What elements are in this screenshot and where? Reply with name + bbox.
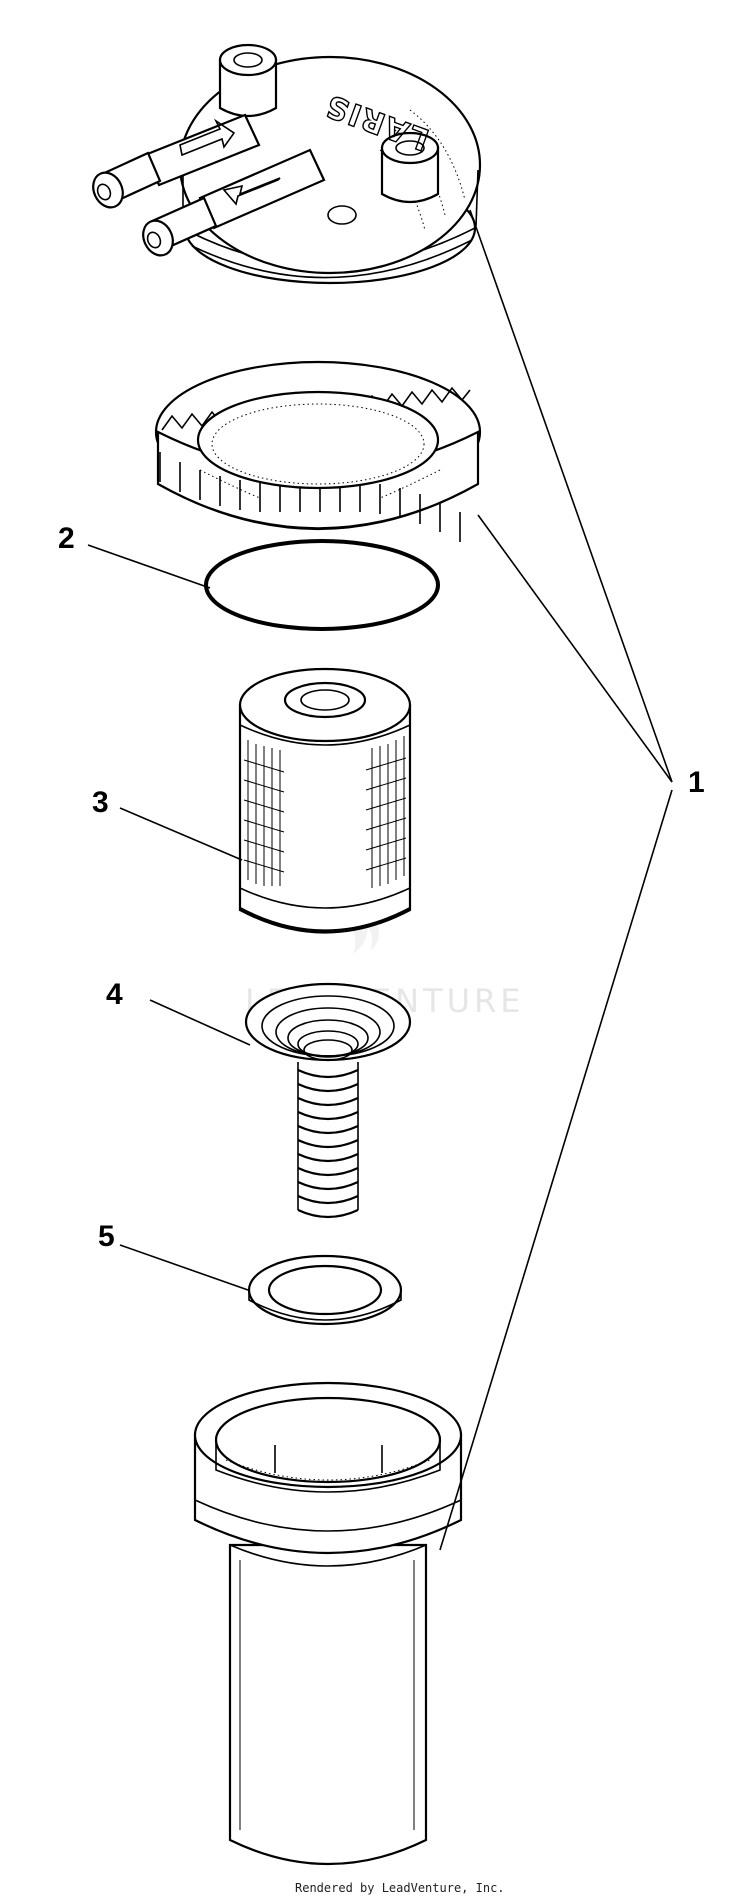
spring — [244, 982, 412, 1219]
callout-labels: 1 2 3 4 5 — [58, 522, 705, 1253]
mounting-boss-right — [380, 131, 440, 204]
spring-coils — [297, 1062, 359, 1219]
o-ring — [204, 539, 440, 631]
mounting-boss-left — [218, 43, 278, 118]
callout-4: 4 — [106, 978, 123, 1011]
callout-2: 2 — [58, 522, 75, 555]
filter-head-cap: LARIS — [92, 43, 482, 285]
fuel-inlet-fitting — [92, 113, 261, 209]
callout-5: 5 — [98, 1220, 115, 1253]
callout-1: 1 — [688, 766, 705, 799]
filter-mesh-texture — [243, 736, 407, 888]
leader-lines — [87, 209, 673, 1551]
sealing-washer — [247, 1254, 403, 1326]
retaining-ring — [154, 360, 482, 542]
filter-element — [238, 667, 412, 934]
filter-bowl — [193, 1381, 463, 1865]
callout-3: 3 — [92, 786, 109, 819]
footer-credit: Rendered by LeadVenture, Inc. — [295, 1881, 505, 1895]
fuel-outlet-fitting — [142, 148, 326, 257]
